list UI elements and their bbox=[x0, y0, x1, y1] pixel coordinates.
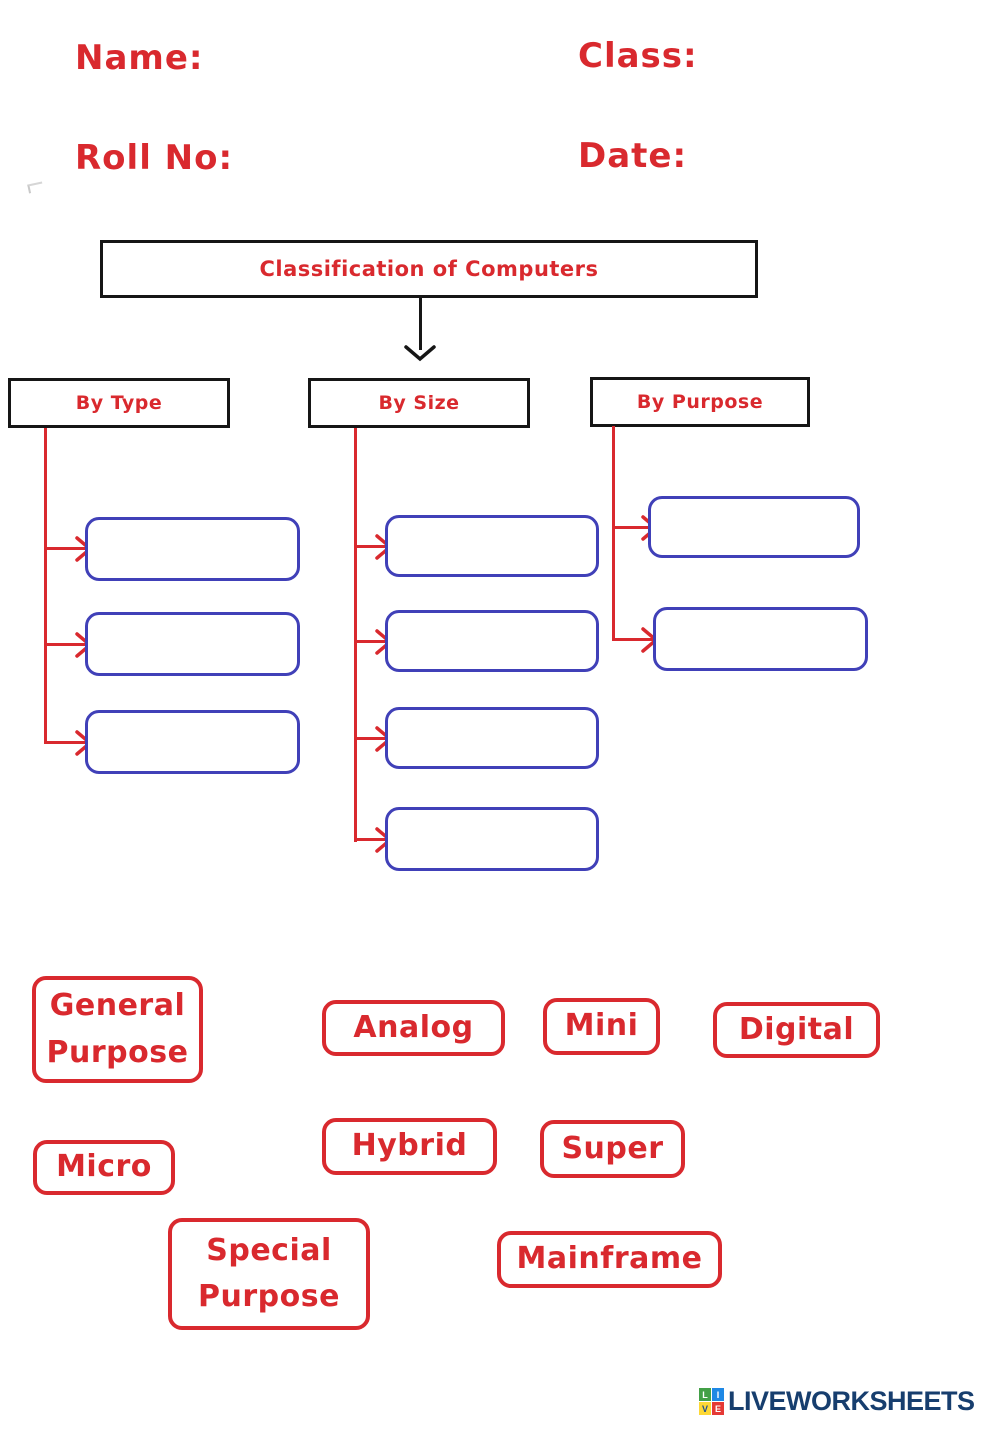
by-purpose-connector-2 bbox=[612, 638, 654, 641]
liveworksheets-logo-icon: L I V E bbox=[699, 1388, 724, 1415]
by-size-connector-1 bbox=[354, 545, 392, 548]
logo-square-v: V bbox=[699, 1402, 711, 1415]
root-node-label: Classification of Computers bbox=[259, 257, 599, 281]
answer-slot-by-purpose-2[interactable] bbox=[653, 607, 868, 671]
by-size-connector-trunk bbox=[354, 428, 357, 842]
chip-super[interactable]: Super bbox=[540, 1120, 685, 1178]
logo-square-l: L bbox=[699, 1388, 711, 1401]
logo-wordmark: LIVEWORKSHEETS bbox=[728, 1386, 975, 1416]
chip-digital[interactable]: Digital bbox=[713, 1002, 880, 1058]
branch-by-purpose-label: By Purpose bbox=[636, 391, 764, 413]
answer-slot-by-type-3[interactable] bbox=[85, 710, 300, 774]
answer-slot-by-size-1[interactable] bbox=[385, 515, 599, 577]
by-type-connector-1 bbox=[44, 547, 86, 550]
chip-mainframe[interactable]: Mainframe bbox=[497, 1231, 722, 1288]
answer-slot-by-type-2[interactable] bbox=[85, 612, 300, 676]
answer-slot-by-purpose-1[interactable] bbox=[648, 496, 860, 558]
answer-slot-by-size-3[interactable] bbox=[385, 707, 599, 769]
chip-analog[interactable]: Analog bbox=[322, 1000, 505, 1056]
branch-by-purpose: By Purpose bbox=[590, 377, 810, 427]
by-size-connector-4 bbox=[354, 838, 392, 841]
root-node-classification: Classification of Computers bbox=[100, 240, 758, 298]
by-purpose-connector-trunk bbox=[612, 426, 615, 641]
by-purpose-connector-1 bbox=[612, 526, 654, 529]
liveworksheets-logo[interactable]: L I V E LIVEWORKSHEETS bbox=[699, 1386, 975, 1417]
answer-slot-by-size-2[interactable] bbox=[385, 610, 599, 672]
chip-special-purpose[interactable]: Special Purpose bbox=[168, 1218, 370, 1330]
stray-scan-mark bbox=[27, 181, 44, 194]
logo-square-i: I bbox=[712, 1388, 724, 1401]
date-label: Date: bbox=[578, 136, 688, 176]
answer-slot-by-type-1[interactable] bbox=[85, 517, 300, 581]
answer-slot-by-size-4[interactable] bbox=[385, 807, 599, 871]
chip-hybrid[interactable]: Hybrid bbox=[322, 1118, 497, 1175]
chip-micro[interactable]: Micro bbox=[33, 1140, 175, 1195]
chip-mini[interactable]: Mini bbox=[543, 998, 660, 1055]
branch-by-type-label: By Type bbox=[75, 392, 163, 414]
down-arrowhead-icon bbox=[404, 345, 436, 362]
by-type-connector-trunk bbox=[44, 428, 47, 743]
by-type-connector-2 bbox=[44, 643, 86, 646]
roll-no-label: Roll No: bbox=[75, 138, 234, 178]
branch-by-size: By Size bbox=[308, 378, 530, 428]
class-label: Class: bbox=[578, 36, 698, 76]
by-type-connector-3 bbox=[44, 741, 86, 744]
root-arrow-shaft bbox=[419, 297, 422, 350]
by-size-connector-2 bbox=[354, 640, 392, 643]
name-label: Name: bbox=[75, 38, 204, 78]
logo-square-e: E bbox=[712, 1402, 724, 1415]
branch-by-size-label: By Size bbox=[378, 392, 460, 414]
by-size-connector-3 bbox=[354, 737, 392, 740]
branch-by-type: By Type bbox=[8, 378, 230, 428]
chip-general-purpose[interactable]: General Purpose bbox=[32, 976, 203, 1083]
